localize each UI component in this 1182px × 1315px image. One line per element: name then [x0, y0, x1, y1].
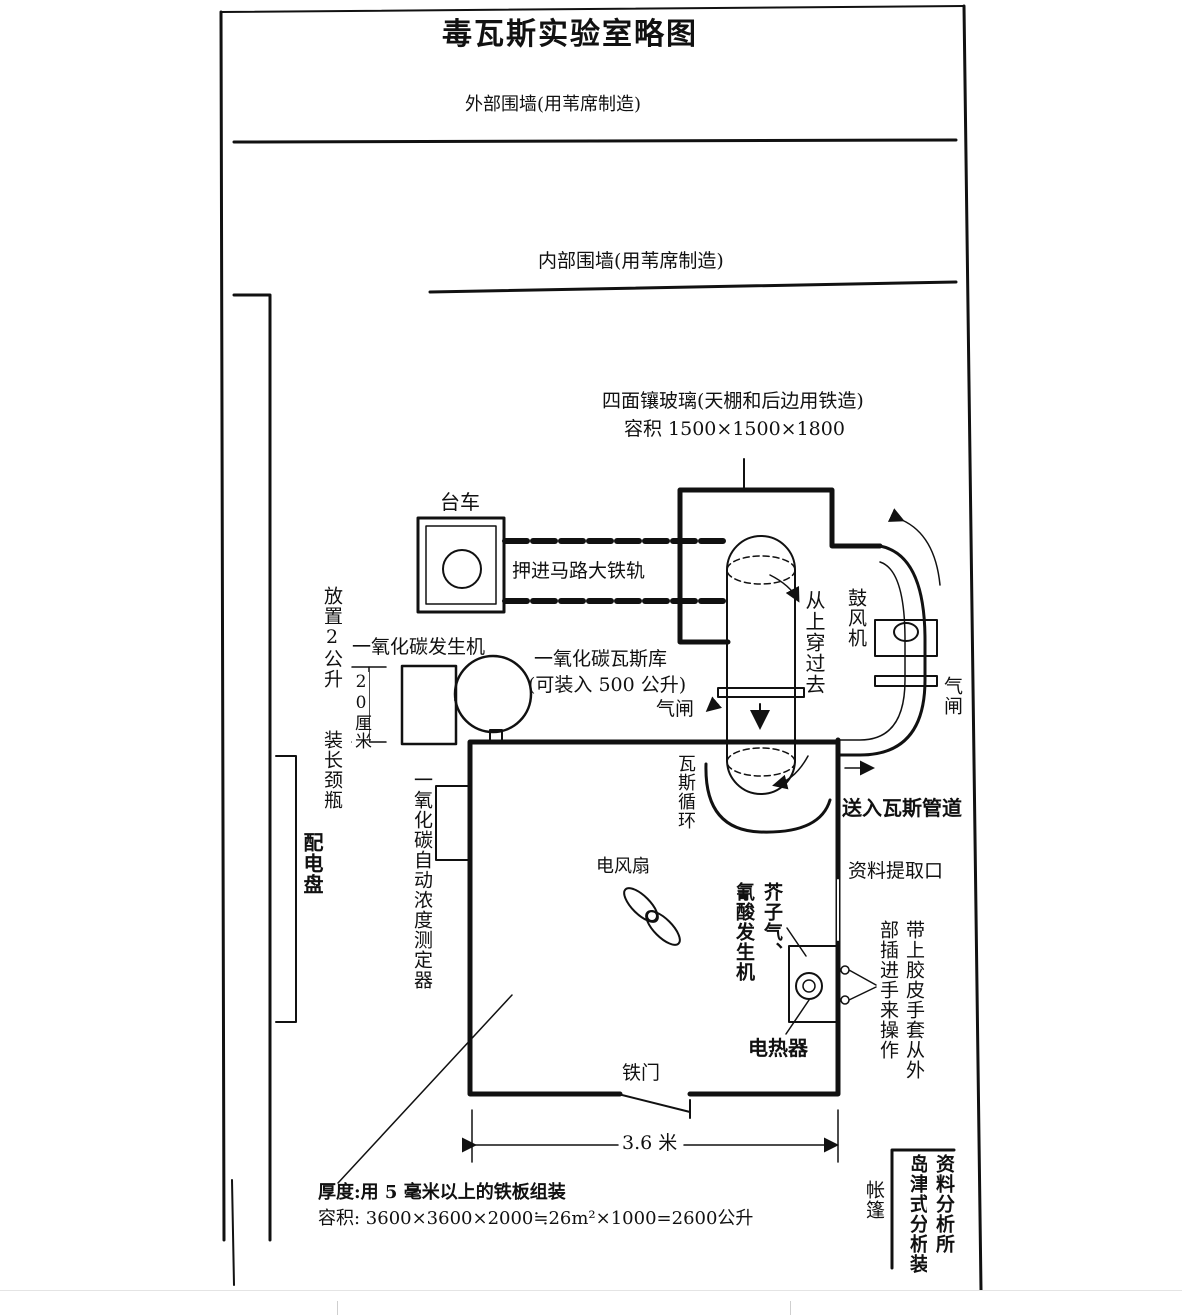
thickness-label: 厚度:用 5 毫米以上的铁板组装 [318, 1182, 566, 1203]
page-border-right [962, 4, 983, 1292]
circulation-loop [704, 762, 832, 834]
glove-pointer-1 [848, 969, 877, 986]
left-valve-arrow [705, 696, 722, 712]
cylinder-swirl-bottom [772, 755, 809, 790]
blower-box [874, 619, 938, 657]
switchboard-box [275, 755, 297, 1023]
bottle-label-1: 放置2公升 [321, 586, 343, 689]
switchboard-label: 配电盘 [300, 832, 324, 895]
glass-box-volume: 容积 1500×1500×1800 [624, 418, 845, 440]
lab-label-1: 资料分析所 [933, 1154, 955, 1254]
blower-rotor [893, 622, 919, 642]
page-border-left-lower [231, 1179, 235, 1286]
iron-door-leaf [617, 1093, 691, 1113]
rail-label: 押进马路大铁轨 [512, 560, 646, 582]
cylinder-bottom-ellipse [726, 747, 796, 777]
heater-label: 电热器 [748, 1036, 808, 1060]
cylinder-top-ellipse [726, 555, 796, 585]
volume-label: 容积: 3600×3600×2000≒26m²×1000=2600公升 [318, 1208, 754, 1229]
lab-label-2: 岛津式分析装 [908, 1154, 927, 1274]
valve-left-label: 气闸 [656, 698, 695, 720]
diagram-title: 毒瓦斯实验室略图 [442, 17, 698, 52]
cart-wheel [442, 549, 482, 589]
tent-label: 帐篷 [863, 1180, 885, 1220]
viewer-bottom-bar [0, 1290, 1182, 1315]
heater-core [802, 979, 816, 993]
heater-pointer [785, 999, 810, 1035]
mustard-generator-box [788, 945, 840, 1023]
page-border-top [220, 5, 965, 13]
outer-wall-line [232, 138, 958, 144]
tent-bracket [890, 1148, 956, 1270]
thickness-pointer [337, 994, 513, 1184]
cart-outer [416, 516, 506, 614]
iron-door-label: 铁门 [622, 1062, 661, 1084]
blower-label: 鼓风机 [845, 588, 867, 648]
fan-hub [646, 910, 658, 922]
from-above-label: 从上穿过去 [802, 590, 826, 695]
mustard-pointer [786, 927, 807, 957]
co-gas-tank [453, 654, 533, 734]
co-tank-label-1: 一氧化碳瓦斯库 [534, 648, 668, 670]
gas-circulation-label: 瓦斯循环 [675, 754, 696, 830]
gas-cylinder [726, 535, 796, 795]
mustard-generator-label-2: 芥子气、 [761, 882, 783, 962]
outer-wall-label: 外部围墙(用苇席制造) [465, 94, 642, 115]
mustard-generator-label-1: 氰酸发生机 [733, 882, 755, 982]
co-generator-box [400, 664, 458, 746]
flow-arrow-curve [887, 508, 941, 586]
cylinder-valve-plate [717, 687, 805, 698]
co-meter-box [435, 785, 471, 861]
co-meter-label: 一氧化碳自动浓度测定器 [411, 770, 433, 990]
glove-port-2 [840, 995, 850, 1005]
width-dimension-label: 3.6 米 [622, 1132, 678, 1154]
page-border-left [219, 10, 226, 1242]
bottom-bar-divider-2 [790, 1301, 791, 1315]
inner-wall-label: 内部围墙(用苇席制造) [538, 250, 724, 272]
sample-port-label: 资料提取口 [848, 860, 944, 882]
co-generator-label: 一氧化碳发生机 [352, 636, 486, 658]
right-valve [874, 675, 938, 687]
co-tank-valve [489, 729, 503, 743]
gloves-label-1: 带上胶皮手套从外 [903, 920, 925, 1080]
inner-wall-line [428, 280, 958, 294]
co-tank-label-2: (可装入 500 公升) [528, 674, 687, 696]
cart-label: 台车 [440, 490, 480, 514]
return-duct-inner [837, 561, 906, 741]
fan-blade-1 [623, 887, 659, 923]
cart-inner [425, 525, 497, 605]
gloves-label-2: 部插进手来操作 [877, 920, 899, 1060]
gas-pipe-label: 送入瓦斯管道 [842, 796, 962, 820]
return-duct [836, 544, 927, 757]
glove-pointer-2 [848, 986, 877, 1001]
heater-ring [795, 972, 823, 1000]
glass-box-desc: 四面镶玻璃(天棚和后边用铁造) [602, 390, 864, 412]
dim-20cm-label: 20厘米 [351, 672, 371, 750]
electric-fan-label: 电风扇 [596, 856, 650, 877]
cylinder-swirl-top [769, 574, 800, 603]
valve-right-label: 气闸 [941, 676, 963, 716]
switchboard-panel [232, 293, 272, 1242]
bottom-bar-divider-1 [337, 1301, 338, 1315]
glove-port-1 [840, 965, 850, 975]
bottle-label-2: 装长颈瓶 [321, 730, 343, 810]
